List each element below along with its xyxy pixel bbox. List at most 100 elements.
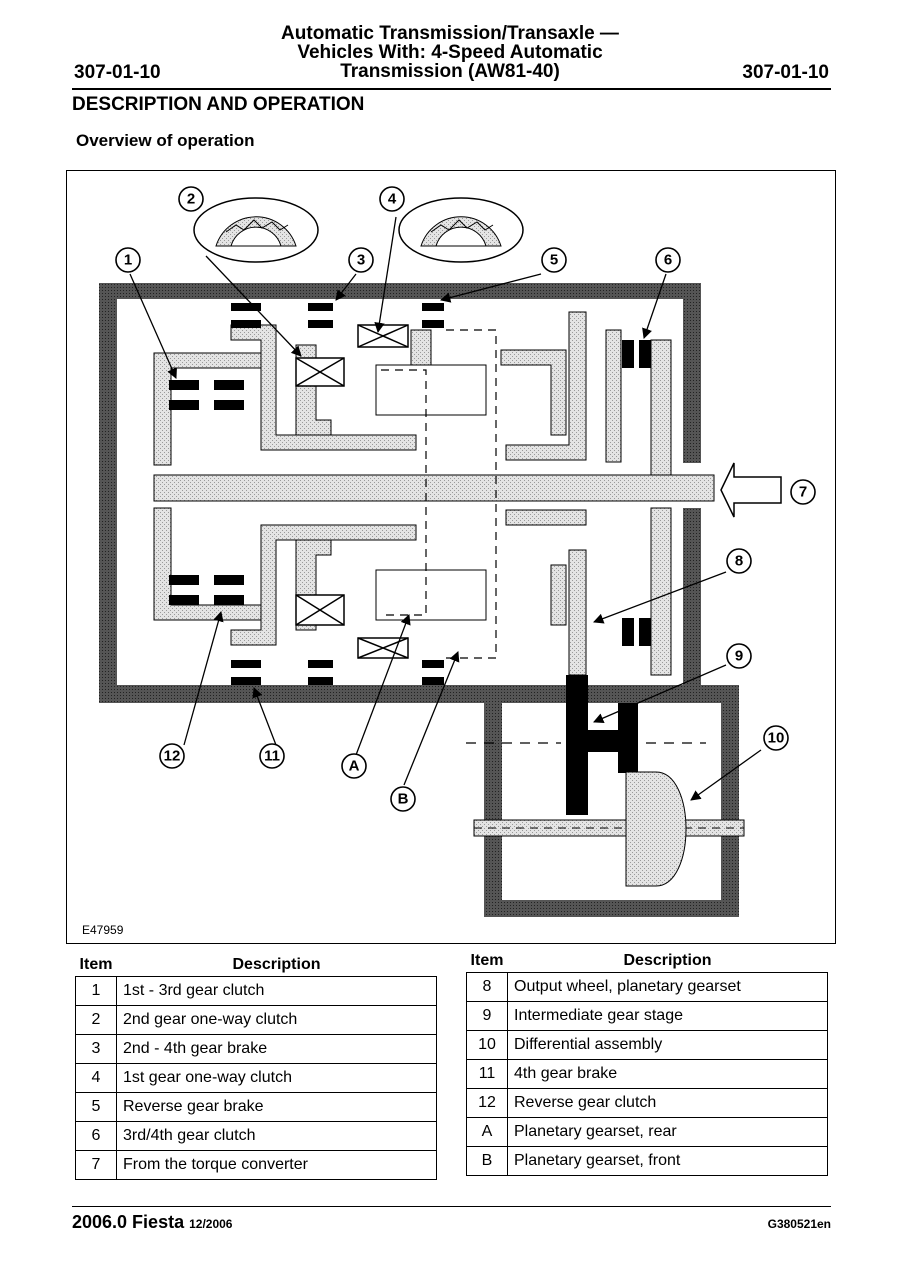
item-number: 7 — [75, 1150, 117, 1180]
clutch-plates — [169, 303, 651, 685]
item-number: 5 — [75, 1092, 117, 1122]
svg-text:3: 3 — [357, 252, 365, 269]
figure-frame — [66, 170, 836, 944]
callout-10: 10 — [763, 725, 789, 751]
svg-text:10: 10 — [768, 730, 785, 747]
item-description: 4th gear brake — [507, 1059, 828, 1089]
callout-8: 8 — [726, 548, 752, 574]
item-description: 2nd gear one-way clutch — [116, 1005, 437, 1035]
svg-text:9: 9 — [735, 648, 743, 665]
item-number: 2 — [75, 1005, 117, 1035]
callout-2: 2 — [178, 186, 204, 212]
input-shaft — [153, 474, 715, 502]
item-number: 6 — [75, 1121, 117, 1151]
svg-text:4: 4 — [388, 191, 397, 208]
header-code-right: 307-01-10 — [742, 62, 829, 83]
header-title-line: Transmission (AW81-40) — [340, 61, 560, 82]
item-description: From the torque converter — [116, 1150, 437, 1180]
section-title: DESCRIPTION AND OPERATION — [72, 94, 365, 115]
header-title: Automatic Transmission/Transaxle — Vehic… — [200, 24, 700, 81]
item-number: 4 — [75, 1063, 117, 1093]
item-number: B — [466, 1146, 508, 1176]
callout-4: 4 — [379, 186, 405, 212]
one-way-clutch-detail — [193, 197, 524, 263]
column-header-description: Description — [232, 956, 321, 973]
item-number: 8 — [466, 972, 508, 1002]
input-arrow — [720, 462, 782, 518]
item-number: 11 — [466, 1059, 508, 1089]
svg-text:6: 6 — [664, 252, 672, 269]
item-description: Differential assembly — [507, 1030, 828, 1060]
footer-reference: G380521en — [767, 1217, 831, 1231]
differential-housing — [484, 685, 739, 917]
callout-5: 5 — [541, 247, 567, 273]
svg-text:8: 8 — [735, 553, 743, 570]
item-number: 10 — [466, 1030, 508, 1060]
item-description: Intermediate gear stage — [507, 1001, 828, 1031]
item-number: 3 — [75, 1034, 117, 1064]
footer-rule — [72, 1206, 831, 1207]
item-number: 9 — [466, 1001, 508, 1031]
svg-text:7: 7 — [799, 484, 807, 501]
svg-text:2: 2 — [187, 191, 195, 208]
callout-3: 3 — [348, 247, 374, 273]
differential — [473, 771, 745, 887]
item-number: 1 — [75, 976, 117, 1006]
header-title-line: Automatic Transmission/Transaxle — — [281, 23, 619, 44]
callout-7: 7 — [790, 479, 816, 505]
item-description: 1st - 3rd gear clutch — [116, 976, 437, 1006]
transmission-diagram: 1 2 3 4 5 6 7 8 9 10 11 12 A B — [99, 186, 816, 917]
item-description: 3rd/4th gear clutch — [116, 1121, 437, 1151]
subsection-title: Overview of operation — [76, 131, 255, 150]
item-number: A — [466, 1117, 508, 1147]
footer-model-name: 2006.0 Fiesta — [72, 1212, 185, 1232]
svg-text:B: B — [398, 791, 409, 808]
callout-9: 9 — [726, 643, 752, 669]
header-title-line: Vehicles With: 4-Speed Automatic — [297, 42, 603, 63]
item-description: Planetary gearset, front — [507, 1146, 828, 1176]
item-description: Output wheel, planetary gearset — [507, 972, 828, 1002]
column-header-description: Description — [623, 952, 712, 969]
svg-text:A: A — [349, 758, 360, 775]
leader-lines — [129, 216, 762, 801]
callout-11: 11 — [259, 743, 285, 769]
intermediate-gear-stage — [466, 675, 706, 815]
callout-12: 12 — [159, 743, 185, 769]
footer-model: 2006.0 Fiesta 12/2006 — [72, 1212, 232, 1233]
item-description: 1st gear one-way clutch — [116, 1063, 437, 1093]
column-header-item: Item — [79, 956, 113, 973]
footer-date: 12/2006 — [189, 1217, 233, 1231]
item-number: 12 — [466, 1088, 508, 1118]
callout-1: 1 — [115, 247, 141, 273]
header-rule — [72, 88, 831, 90]
callout-6: 6 — [655, 247, 681, 273]
callout-a: A — [341, 753, 367, 779]
item-description: Planetary gearset, rear — [507, 1117, 828, 1147]
figure-id: E47959 — [82, 923, 124, 937]
item-description: Reverse gear brake — [116, 1092, 437, 1122]
lower-drums — [153, 507, 672, 676]
item-description: Reverse gear clutch — [507, 1088, 828, 1118]
header-code-left: 307-01-10 — [74, 62, 161, 83]
one-way-clutches — [295, 324, 409, 659]
svg-text:1: 1 — [124, 252, 132, 269]
svg-text:11: 11 — [264, 748, 280, 765]
column-header-item: Item — [470, 952, 504, 969]
callout-b: B — [390, 786, 416, 812]
upper-drums — [153, 311, 672, 476]
